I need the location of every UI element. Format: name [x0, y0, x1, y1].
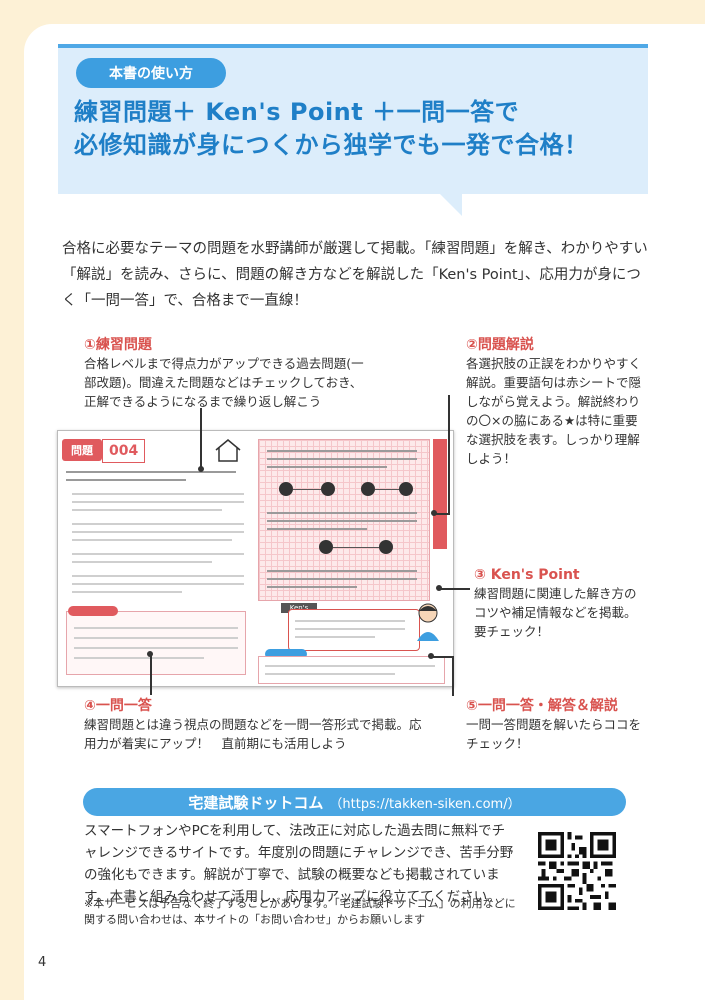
- callout-kens-point: ③ Ken's Point 練習問題に関連した解き方のコツや補足情報などを掲載。…: [474, 566, 639, 641]
- headline-line-2: 必修知識が身につくから独学でも一発で合格！: [74, 131, 589, 159]
- text-line: [72, 553, 244, 555]
- callout-body: 一問一答問題を解いたらココをチェック！: [466, 717, 642, 751]
- text-line: [72, 561, 212, 563]
- headline: 練習問題＋ Ken's Point ＋一問一答で 必修知識が身につくから独学でも…: [74, 96, 634, 162]
- text-line: [72, 575, 244, 577]
- text-line: [72, 531, 244, 533]
- leader-dot: [431, 510, 437, 516]
- callout-title: ③ Ken's Point: [474, 567, 580, 583]
- text-line: [72, 523, 244, 525]
- page-number: 4: [38, 955, 47, 970]
- website-url[interactable]: （https://takken-siken.com/）: [329, 796, 521, 812]
- person-icon: [361, 482, 375, 496]
- website-note: ※本サービスは予告なく終了することがあります。「宅建試験ドットコム」の利用などに…: [84, 897, 516, 926]
- chapter-tab: [433, 439, 447, 549]
- text-line: [74, 627, 238, 629]
- connector: [333, 547, 379, 548]
- leader-line: [150, 655, 152, 695]
- instructor-avatar-icon: [417, 603, 439, 641]
- question-number: 004: [102, 439, 146, 463]
- text-line: [267, 466, 387, 468]
- callout-title: ①練習問題: [84, 337, 152, 353]
- callout-practice: ①練習問題 合格レベルまで得点力がアップできる過去問題(一部改題)。間違えた問題…: [84, 336, 364, 411]
- text-line: [267, 586, 357, 588]
- qa-tag: [265, 649, 307, 659]
- usage-pill: 本書の使い方: [76, 58, 226, 88]
- leader-dot: [198, 466, 204, 472]
- text-line: [72, 501, 244, 503]
- qr-code-icon[interactable]: [538, 832, 616, 910]
- speech-tail: [440, 194, 462, 216]
- leader-line: [435, 513, 450, 515]
- text-line: [66, 471, 236, 473]
- sample-right-page: [258, 439, 430, 601]
- callout-body: 合格レベルまで得点力がアップできる過去問題(一部改題)。間違えた問題などはチェッ…: [84, 356, 364, 409]
- text-line: [267, 578, 417, 580]
- callout-explanation: ②問題解説 各選択肢の正誤をわかりやすく解説。重要語句は赤シートで隠しながら覚え…: [466, 336, 641, 468]
- person-icon: [321, 482, 335, 496]
- leader-line: [200, 408, 202, 470]
- text-line: [267, 512, 417, 514]
- text-line: [267, 528, 367, 530]
- leader-line: [448, 395, 450, 515]
- sample-spread-figure: 問題 004: [57, 430, 454, 687]
- callout-quiz: ④一問一答 練習問題とは違う視点の問題などを一問一答形式で掲載。応用力が着実にア…: [84, 697, 424, 753]
- text-line: [267, 458, 417, 460]
- text-line: [295, 636, 375, 638]
- callout-body: 練習問題に関連した解き方のコツや補足情報などを掲載。要チェック！: [474, 586, 637, 639]
- text-line: [265, 673, 395, 675]
- text-line: [72, 539, 232, 541]
- callout-title: ②問題解説: [466, 337, 534, 353]
- text-line: [72, 493, 244, 495]
- text-line: [74, 637, 238, 639]
- text-line: [74, 647, 238, 649]
- leader-line: [432, 656, 454, 658]
- leader-line: [452, 656, 454, 696]
- text-line: [295, 628, 405, 630]
- intro-text: 合格に必要なテーマの問題を水野講師が厳選して掲載。「練習問題」を解き、わかりやす…: [62, 241, 648, 309]
- website-bar: 宅建試験ドットコム （https://takken-siken.com/）: [83, 788, 626, 816]
- text-line: [72, 583, 244, 585]
- kens-point-box: [288, 609, 420, 651]
- house-icon: [215, 439, 241, 462]
- text-line: [66, 479, 186, 481]
- website-description: スマートフォンやPCを利用して、法改正に対応した過去問に無料でチャレンジできるサ…: [84, 823, 514, 905]
- headline-line-1: 練習問題＋ Ken's Point ＋一問一答で: [74, 98, 520, 126]
- callout-quiz-answer: ⑤一問一答・解答＆解説 一問一答問題を解いたらココをチェック！: [466, 697, 641, 753]
- text-line: [267, 450, 417, 452]
- person-icon: [399, 482, 413, 496]
- callout-title: ⑤一問一答・解答＆解説: [466, 698, 618, 714]
- sample-left-page: 問題 004: [58, 431, 253, 686]
- text-line: [74, 657, 204, 659]
- question-label: 問題: [62, 439, 102, 461]
- leader-line: [440, 588, 470, 590]
- callout-body: 練習問題とは違う視点の問題などを一問一答形式で掲載。応用力が着実にアップ！ 直前…: [84, 717, 422, 751]
- text-line: [267, 520, 417, 522]
- leader-dot: [428, 653, 434, 659]
- person-icon: [279, 482, 293, 496]
- website-name: 宅建試験ドットコム: [188, 793, 324, 812]
- text-line: [72, 509, 222, 511]
- text-line: [265, 665, 435, 667]
- banner-top-rule: [58, 44, 648, 48]
- person-icon: [319, 540, 333, 554]
- qa-answer-box: [258, 656, 445, 684]
- person-icon: [379, 540, 393, 554]
- text-line: [295, 620, 405, 622]
- text-line: [267, 570, 417, 572]
- connector: [293, 489, 321, 490]
- callout-body: 各選択肢の正誤をわかりやすく解説。重要語句は赤シートで隠しながら覚えよう。解説終…: [466, 356, 642, 466]
- text-line: [72, 591, 182, 593]
- leader-dot: [436, 585, 442, 591]
- callout-title: ④一問一答: [84, 698, 152, 714]
- connector: [375, 489, 399, 490]
- quiz-box: [66, 611, 246, 675]
- leader-dot: [147, 651, 153, 657]
- quiz-tag: [68, 606, 118, 616]
